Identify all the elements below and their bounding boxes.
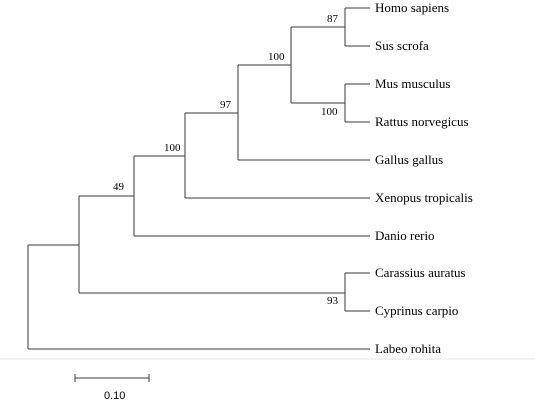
tree-branches	[27, 7, 370, 350]
taxon-labeo-rohita: Labeo rohita	[375, 341, 441, 356]
taxon-carassius-auratus: Carassius auratus	[375, 265, 466, 280]
bootstrap-tetrapods: 100	[164, 142, 181, 154]
bootstrap-mammals: 100	[268, 51, 285, 63]
scale-bar: 0.10	[74, 374, 150, 402]
bootstrap-mus-rattus: 100	[321, 106, 338, 118]
taxon-rattus-norvegicus: Rattus norvegicus	[375, 114, 469, 129]
bootstrap-homo-sus: 87	[327, 13, 339, 25]
bootstrap-carassius-cyprinus: 93	[327, 295, 339, 307]
bootstrap-amniotes: 97	[220, 99, 232, 111]
taxon-homo-sapiens: Homo sapiens	[375, 0, 449, 15]
scale-bar-label: 0.10	[104, 390, 125, 402]
taxon-cyprinus-carpio: Cyprinus carpio	[375, 303, 458, 318]
taxon-xenopus-tropicalis: Xenopus tropicalis	[375, 190, 473, 205]
taxon-danio-rerio: Danio rerio	[375, 228, 435, 243]
taxon-mus-musculus: Mus musculus	[375, 76, 450, 91]
taxon-gallus-gallus: Gallus gallus	[375, 152, 443, 167]
taxon-sus-scrofa: Sus scrofa	[375, 38, 429, 53]
bootstrap-danio-node: 49	[113, 181, 125, 193]
